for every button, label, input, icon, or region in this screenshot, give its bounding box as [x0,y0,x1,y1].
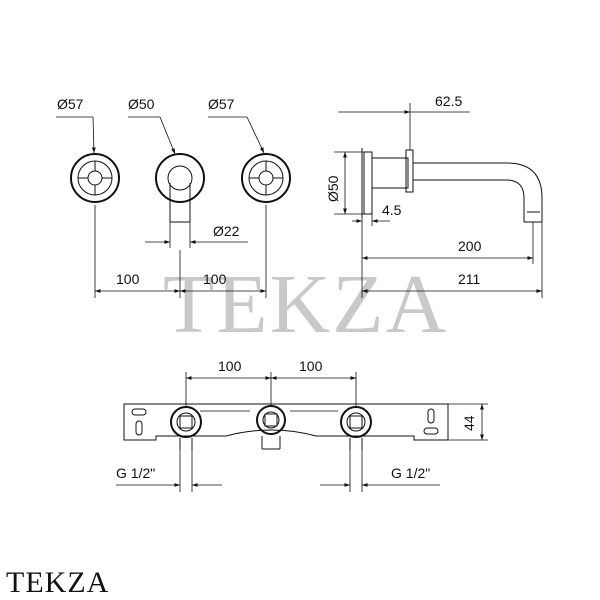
right-connection-label: G 1/2" [391,465,430,481]
watermark-text: TEKZA [163,258,448,351]
left-handle [70,153,120,203]
total-depth-label: 211 [458,271,481,287]
body-spacing-left-label: 100 [218,358,242,374]
side-flange-diameter-label: Ø50 [325,175,341,202]
left-connection-label: G 1/2" [116,465,155,481]
spout-diameter-label: Ø22 [213,223,240,239]
left-handle-diameter-label: Ø57 [57,96,84,112]
projection-top-label: 62.5 [435,93,462,109]
right-handle [241,153,291,203]
front-spacing-left-label: 100 [116,271,140,287]
front-view: Ø57 Ø50 Ø57 Ø22 100 100 [56,96,291,298]
side-view: 62.5 Ø50 4.5 200 211 [325,93,543,298]
flange-thickness-label: 4.5 [382,202,402,218]
spout-flange-diameter-label: Ø50 [128,96,155,112]
body-spacing-right-label: 100 [299,358,323,374]
body-height-label: 44 [461,415,477,431]
right-handle-diameter-label: Ø57 [208,96,235,112]
spout-reach-label: 200 [458,238,482,254]
mounting-body: 100 100 44 G 1/2" G 1/2" [116,358,488,492]
brand-logo-text: TEKZA [6,566,110,599]
spout-front [155,153,205,223]
front-spacing-right-label: 100 [203,271,227,287]
